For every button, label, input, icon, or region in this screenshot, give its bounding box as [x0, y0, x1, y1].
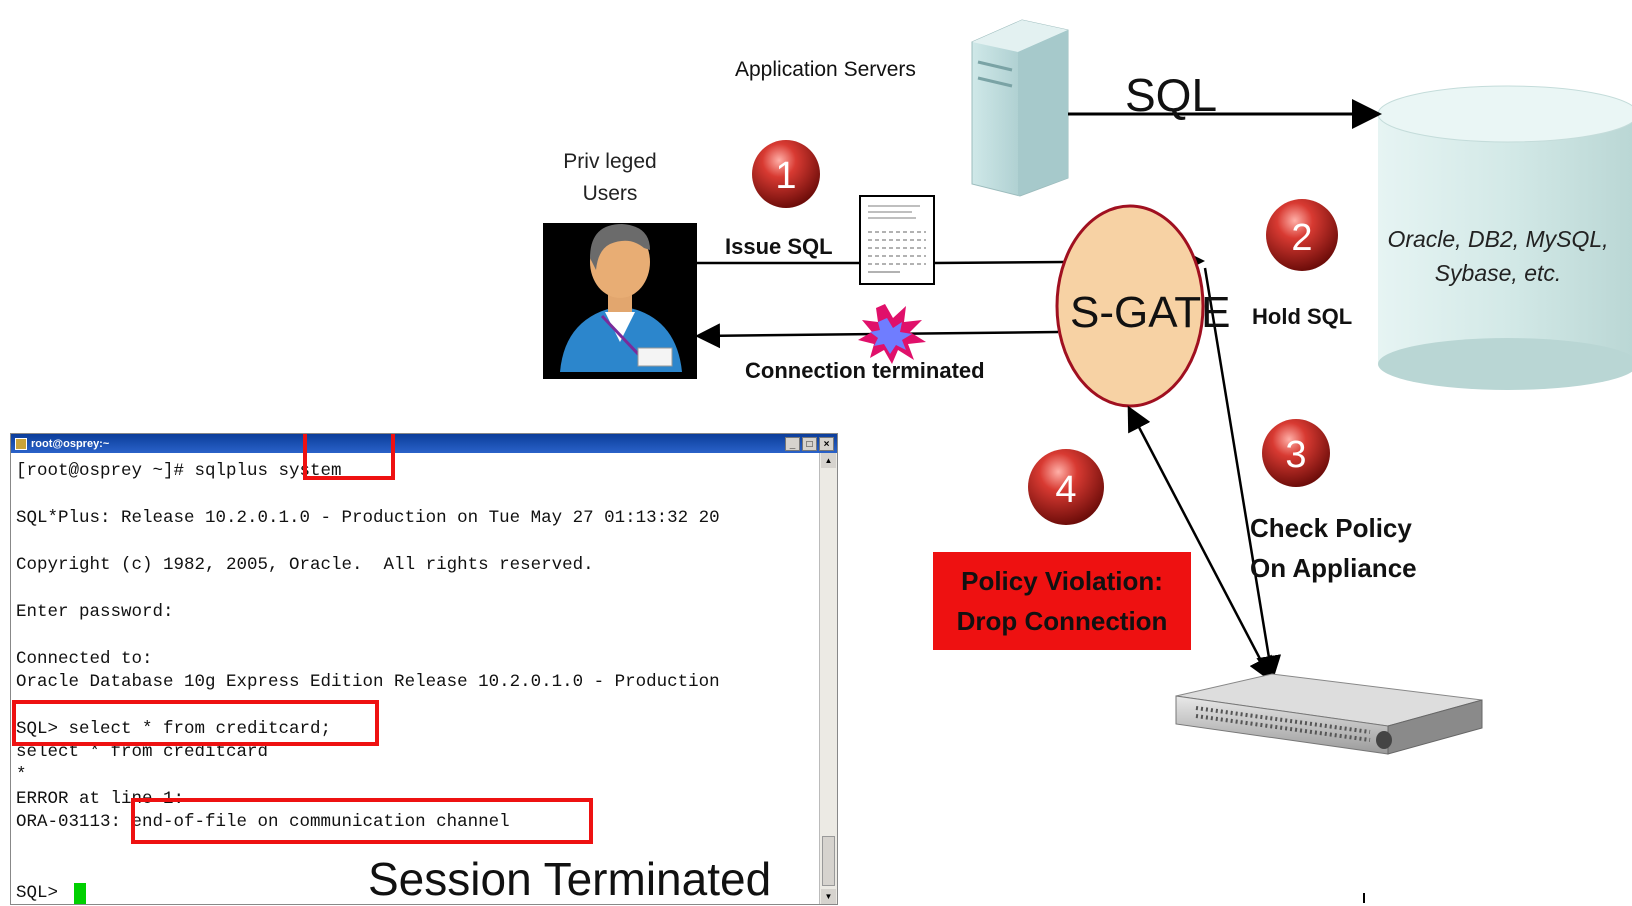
terminal-titlebar[interactable]: root@osprey:~ _ □ × — [11, 434, 837, 453]
step-4-number: 4 — [1055, 469, 1076, 511]
step-3-number: 3 — [1285, 434, 1306, 476]
terminal-line: ORA-03113: end-of-file on communication … — [16, 812, 510, 832]
step-3-ball: 3 — [1262, 419, 1330, 487]
policy-violation-line-1: Policy Violation: — [961, 566, 1163, 596]
database-line-1: Oracle, DB2, MySQL, — [1387, 226, 1609, 252]
step-1-number: 1 — [775, 155, 796, 197]
session-terminated-label: Session Terminated — [368, 853, 772, 905]
highlight-system — [303, 434, 395, 480]
scroll-down-arrow-icon[interactable]: ▼ — [821, 889, 836, 904]
terminal-line: ERROR at line 1: — [16, 789, 185, 809]
step-2-number: 2 — [1291, 217, 1312, 259]
terminal-title: root@osprey:~ — [31, 437, 110, 450]
highlight-select-query — [12, 700, 379, 746]
putty-icon — [15, 437, 27, 450]
sql-document-icon — [859, 195, 935, 285]
privileged-user-avatar — [543, 223, 697, 379]
terminal-line: Connected to: — [16, 649, 153, 669]
terminal-cursor — [74, 883, 86, 904]
terminal-line: * — [16, 765, 27, 785]
terminal-line: select * from creditcard — [16, 742, 269, 762]
terminal-prompt: SQL> — [16, 883, 59, 903]
check-policy-line-2: On Appliance — [1250, 553, 1417, 583]
issue-sql-label: Issue SQL — [725, 234, 833, 259]
policy-violation-line-2: Drop Connection — [956, 606, 1168, 636]
highlight-end-of-file — [131, 798, 593, 844]
check-policy-label: Check Policy On Appliance — [1250, 508, 1417, 588]
step-2-ball: 2 — [1266, 199, 1338, 271]
check-policy-line-1: Check Policy — [1250, 513, 1412, 543]
sql-label: SQL — [1125, 69, 1218, 121]
application-servers-label: Application Servers — [735, 58, 916, 81]
explosion-icon — [858, 304, 926, 364]
terminal-line: SQL> select * from creditcard; — [16, 719, 332, 739]
minimize-button[interactable]: _ — [785, 436, 800, 451]
policy-appliance-icon — [1175, 673, 1483, 755]
terminal-line: SQL*Plus: Release 10.2.0.1.0 - Productio… — [16, 508, 720, 528]
terminal-line: Copyright (c) 1982, 2005, Oracle. All ri… — [16, 555, 594, 575]
terminal-line: Enter password: — [16, 602, 174, 622]
privileged-users-line-2: Users — [582, 182, 638, 205]
scroll-thumb[interactable] — [822, 836, 835, 886]
terminal-line: [root@osprey ~]# sqlplus system — [16, 461, 342, 481]
sgate-label: S-GATE — [1070, 288, 1231, 337]
application-server-icon — [971, 19, 1069, 197]
scroll-up-arrow-icon[interactable]: ▲ — [821, 453, 836, 468]
privileged-users-line-1: Priv leged — [563, 150, 657, 173]
hold-sql-label: Hold SQL — [1252, 304, 1353, 329]
database-cylinder-icon — [1377, 85, 1632, 390]
close-button[interactable]: × — [819, 436, 834, 451]
maximize-button[interactable]: □ — [802, 436, 817, 451]
appliance-to-sgate-line — [1127, 405, 1273, 683]
connection-terminated-label: Connection terminated — [745, 358, 985, 383]
database-line-2: Sybase, etc. — [1434, 260, 1562, 286]
privileged-users-label: Priv leged Users — [545, 146, 675, 210]
policy-violation-box: Policy Violation: Drop Connection — [933, 552, 1191, 650]
terminal-scrollbar[interactable]: ▲ ▼ — [819, 453, 837, 904]
database-label: Oracle, DB2, MySQL, Sybase, etc. — [1378, 222, 1618, 290]
step-1-ball: 1 — [752, 140, 820, 208]
terminal-window[interactable]: root@osprey:~ _ □ × ▲ ▼ [root@osprey ~]#… — [10, 433, 838, 905]
terminal-line: Oracle Database 10g Express Edition Rele… — [16, 672, 720, 692]
step-4-ball: 4 — [1028, 449, 1104, 525]
